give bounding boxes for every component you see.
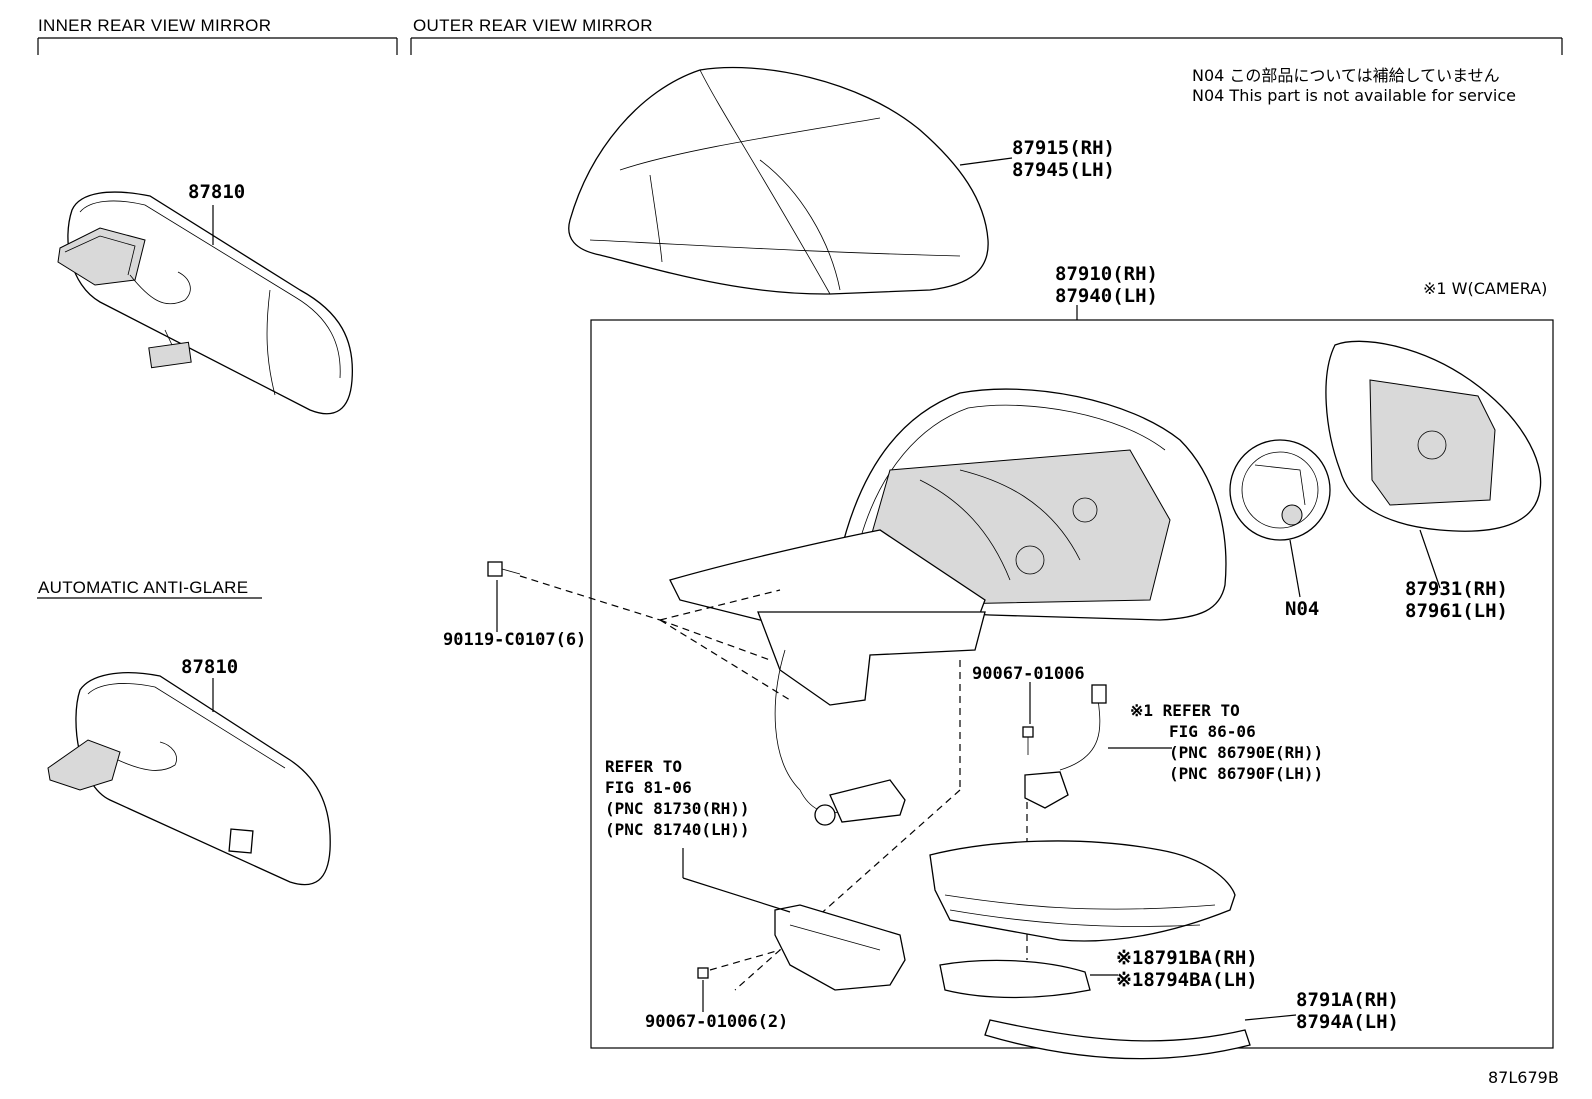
- mirror-cover-illustration: [568, 66, 989, 295]
- part-90067-2[interactable]: 90067-01006(2): [645, 1012, 789, 1032]
- screw-90067-2-illustration: [697, 967, 709, 979]
- lamp-ref-line-2: FIG 81-06: [605, 778, 692, 797]
- actuator-illustration: [1229, 439, 1331, 541]
- camera-module-illustration: [1024, 684, 1107, 809]
- outer-rear-view-mirror-header: OUTER REAR VIEW MIRROR: [413, 16, 653, 35]
- side-lamp-illustration: [774, 904, 906, 991]
- part-8794A-lh[interactable]: 8794A(LH): [1296, 1011, 1399, 1033]
- screw-90067-illustration: [1022, 726, 1034, 755]
- part-87910-rh[interactable]: 87910(RH): [1055, 263, 1158, 285]
- camera-note: ※1 W(CAMERA): [1423, 279, 1548, 298]
- mirror-glass-illustration: [1325, 340, 1542, 532]
- auto-anti-glare-mirror-illustration: [47, 672, 331, 886]
- screw-90119-illustration: [487, 561, 521, 577]
- automatic-anti-glare-header: AUTOMATIC ANTI-GLARE: [38, 578, 249, 597]
- lamp-refer-note[interactable]: REFER TO FIG 81-06 (PNC 81730(RH)) (PNC …: [605, 756, 750, 840]
- camera-ref-line-1: ※1 REFER TO: [1130, 701, 1240, 720]
- part-87961-lh[interactable]: 87961(LH): [1405, 600, 1508, 622]
- outer-header-bracket: [410, 37, 1563, 55]
- diagram-id: 87L679B: [1488, 1068, 1559, 1087]
- part-87931-rh[interactable]: 87931(RH): [1405, 578, 1508, 600]
- part-90119[interactable]: 90119-C0107(6): [443, 630, 587, 650]
- lamp-ref-line-4: (PNC 81740(LH)): [605, 820, 750, 839]
- lamp-ref-line-1: REFER TO: [605, 757, 683, 776]
- part-87810-inner[interactable]: 87810: [188, 181, 246, 203]
- camera-ref-line-4: (PNC 86790F(LH)): [1169, 764, 1324, 783]
- part-87945-lh[interactable]: 87945(LH): [1012, 159, 1115, 181]
- part-8791BA-rh[interactable]: ※18791BA(RH): [1116, 947, 1258, 969]
- leader-8791A: [1244, 1014, 1297, 1021]
- mirror-body-illustration: [669, 388, 1227, 826]
- lamp-housing-illustration: [929, 840, 1236, 942]
- part-87810-auto[interactable]: 87810: [181, 656, 239, 678]
- part-8791A-rh[interactable]: 8791A(RH): [1296, 989, 1399, 1011]
- camera-ref-line-2: FIG 86-06: [1169, 722, 1256, 741]
- garnish-illustration: [984, 1019, 1251, 1060]
- leader-87931: [1419, 529, 1441, 589]
- inner-rear-view-mirror-header: INNER REAR VIEW MIRROR: [38, 16, 272, 35]
- inner-mirror-illustration: [57, 191, 354, 415]
- camera-bracket-illustration: [939, 959, 1091, 999]
- inner-header-bracket: [37, 37, 398, 55]
- lamp-ref-line-3: (PNC 81730(RH)): [605, 799, 750, 818]
- n04-note-jp: N04 この部品については補給していません: [1192, 66, 1500, 85]
- camera-refer-note[interactable]: ※1 REFER TO FIG 86-06 (PNC 86790E(RH)) (…: [1130, 700, 1323, 784]
- part-90067[interactable]: 90067-01006: [972, 664, 1085, 684]
- n04-note-en: N04 This part is not available for servi…: [1192, 86, 1516, 105]
- part-N04[interactable]: N04: [1285, 598, 1320, 620]
- part-87915-rh[interactable]: 87915(RH): [1012, 137, 1115, 159]
- part-87940-lh[interactable]: 87940(LH): [1055, 285, 1158, 307]
- camera-ref-line-3: (PNC 86790E(RH)): [1169, 743, 1324, 762]
- leader-87915: [959, 157, 1013, 166]
- part-8794BA-lh[interactable]: ※18794BA(LH): [1116, 969, 1258, 991]
- leader-N04: [1289, 539, 1301, 598]
